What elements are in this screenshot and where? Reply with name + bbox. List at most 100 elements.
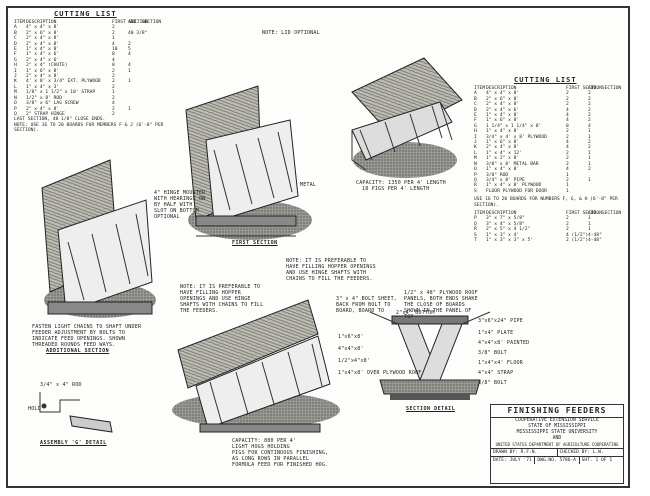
note-adjust: FASTEN LIGHT CHAINS TO SHAFT UNDER FEEDE… bbox=[32, 324, 142, 348]
table-cell: Q bbox=[474, 177, 477, 183]
table-cell: 1" x 2" x 8' bbox=[486, 156, 520, 162]
table-cell: C bbox=[474, 102, 477, 108]
table-cell: 1" x 4" x 6' bbox=[26, 52, 60, 58]
cutting-list-right-header: ITEM DESCRIPTION FIRST SECTION ADD. SECT… bbox=[474, 86, 622, 91]
table-cell: 4 bbox=[566, 107, 569, 113]
table-cell: Q bbox=[474, 221, 477, 227]
table-cell: 2 bbox=[588, 145, 591, 151]
section-part-label: 1"x4"x8' OVER PLYWOOD ROOF bbox=[338, 370, 422, 376]
table-cell: K bbox=[474, 145, 477, 151]
section-detail-label: SECTION DETAIL bbox=[406, 406, 456, 412]
table-cell: M bbox=[474, 156, 477, 162]
title-row-date: DATE: JULY '71 DWG.NO. 5786-A SHT. 1 OF … bbox=[491, 456, 623, 464]
table-cell: 2 bbox=[588, 118, 591, 124]
sheet-no: SHT. 1 OF 1 bbox=[578, 457, 623, 464]
table-cell: 1/8" x 1 1/2" x 10' STRAP bbox=[26, 90, 96, 96]
table-cell: 2 bbox=[566, 216, 569, 222]
table-cell: D bbox=[14, 41, 17, 47]
table-cell: P bbox=[474, 172, 477, 178]
plywood-roof-note: 1/2" x 48" PLYWOOD ROOF PANELS, BOTH END… bbox=[404, 290, 478, 320]
table-cell: 1 bbox=[588, 227, 591, 233]
feeder-bottom-view bbox=[172, 299, 340, 433]
table-cell: I bbox=[474, 134, 477, 140]
table-cell: J bbox=[14, 74, 17, 80]
cutting-list-right-title: CUTTING LIST bbox=[514, 76, 577, 84]
table-cell: 2" x 4" x 6' bbox=[26, 57, 60, 63]
hold-label: HOLD bbox=[28, 406, 41, 412]
table-cell: 2 bbox=[112, 74, 115, 80]
table-cell: 3/4" x 8' PIPE bbox=[486, 177, 525, 183]
table-cell: 1" x 4" x 3' bbox=[26, 84, 60, 90]
first-section-label: FIRST SECTION bbox=[232, 240, 278, 246]
table-cell: 2 bbox=[566, 102, 569, 108]
note-lid: NOTE: LID OPTIONAL bbox=[262, 30, 320, 36]
table-cell: 4 bbox=[566, 118, 569, 124]
table-cell: 2 bbox=[128, 41, 131, 47]
table-cell: 4" x 4" x 8' bbox=[486, 91, 520, 97]
table-cell: R bbox=[474, 183, 477, 189]
table-cell: N bbox=[14, 95, 17, 101]
section-part-label: 3/8" BOLT bbox=[478, 380, 507, 386]
table-cell: 2" x 6" x 8' bbox=[486, 96, 520, 102]
table-cell: 1/2" x 8' ROD bbox=[26, 95, 62, 101]
table-cell: 4 bbox=[112, 57, 115, 63]
table-cell: 1 bbox=[128, 79, 131, 85]
table-cell: 2" x 4" x 8' bbox=[26, 41, 60, 47]
rod-label: 3/4" x 4" ROD bbox=[40, 382, 82, 388]
table-cell: S bbox=[474, 188, 477, 194]
table-cell: 8 bbox=[112, 63, 115, 69]
table-cell: 2 bbox=[112, 84, 115, 90]
table-cell: 1 bbox=[588, 134, 591, 140]
table-cell: 4 bbox=[128, 52, 131, 58]
table-cell: 3/8" ROD bbox=[486, 172, 509, 178]
table-cell: 1" x 3" x 4' bbox=[486, 232, 520, 238]
assembly-detail-label: ASSEMBLY 'G' DETAIL bbox=[40, 440, 107, 446]
additional-section-label: ADDITIONAL SECTION bbox=[46, 348, 110, 354]
table-cell: FLOOR PLYWOOD FOR DOOR bbox=[486, 188, 547, 194]
metal-label: METAL bbox=[300, 182, 317, 188]
section-part-label: 4"x4"x8' PAINTED bbox=[478, 340, 530, 346]
table-cell: 1 bbox=[566, 183, 569, 189]
table-cell: 1 bbox=[588, 177, 591, 183]
note-mid: NOTE: IT IS PREFERABLE TO HAVE FILLING H… bbox=[286, 258, 376, 282]
capacity-bottom-2: LIGHT HOGS HOLDING bbox=[232, 444, 290, 450]
table-cell: 1 bbox=[588, 161, 591, 167]
section-detail-drawing bbox=[369, 311, 491, 400]
capacity-bottom-3: PIGS FOR CONTINUOUS FINISHING, bbox=[232, 450, 329, 456]
cutting-list-right-note: USE 16 TO 20 BOARDS FOR NUMBERS F, G, & … bbox=[474, 197, 618, 208]
table-cell: 1 bbox=[588, 156, 591, 162]
drawn-by: DRAWN BY: R.F.N. bbox=[493, 450, 538, 455]
table-cell: L bbox=[14, 84, 17, 90]
table-row: M 1" x 2" x 8' 2 1 bbox=[474, 156, 624, 161]
table-cell: 2" x 4" x 8' bbox=[26, 106, 60, 112]
table-cell: A bbox=[474, 91, 477, 97]
date: DATE: JULY '71 bbox=[493, 458, 532, 463]
table-cell: O bbox=[14, 101, 17, 107]
table-cell: 2" x 4" x 8' bbox=[486, 102, 520, 108]
table-cell: 1" x 6" x 8' bbox=[486, 140, 520, 146]
table-cell: F bbox=[474, 118, 477, 124]
table-cell: 2 bbox=[588, 107, 591, 113]
table-cell: 2" x 4" x 8' bbox=[26, 74, 60, 80]
table-cell: Q bbox=[14, 111, 17, 117]
table-cell: 3" x 4" x 5/8" bbox=[486, 221, 525, 227]
table-cell: 2 bbox=[566, 156, 569, 162]
dwg-no: DWG.NO. 5786-A bbox=[534, 457, 578, 464]
table-cell: 4-48" bbox=[588, 232, 602, 238]
table-cell: 1" x 3" x 3" x 5' bbox=[486, 237, 534, 243]
